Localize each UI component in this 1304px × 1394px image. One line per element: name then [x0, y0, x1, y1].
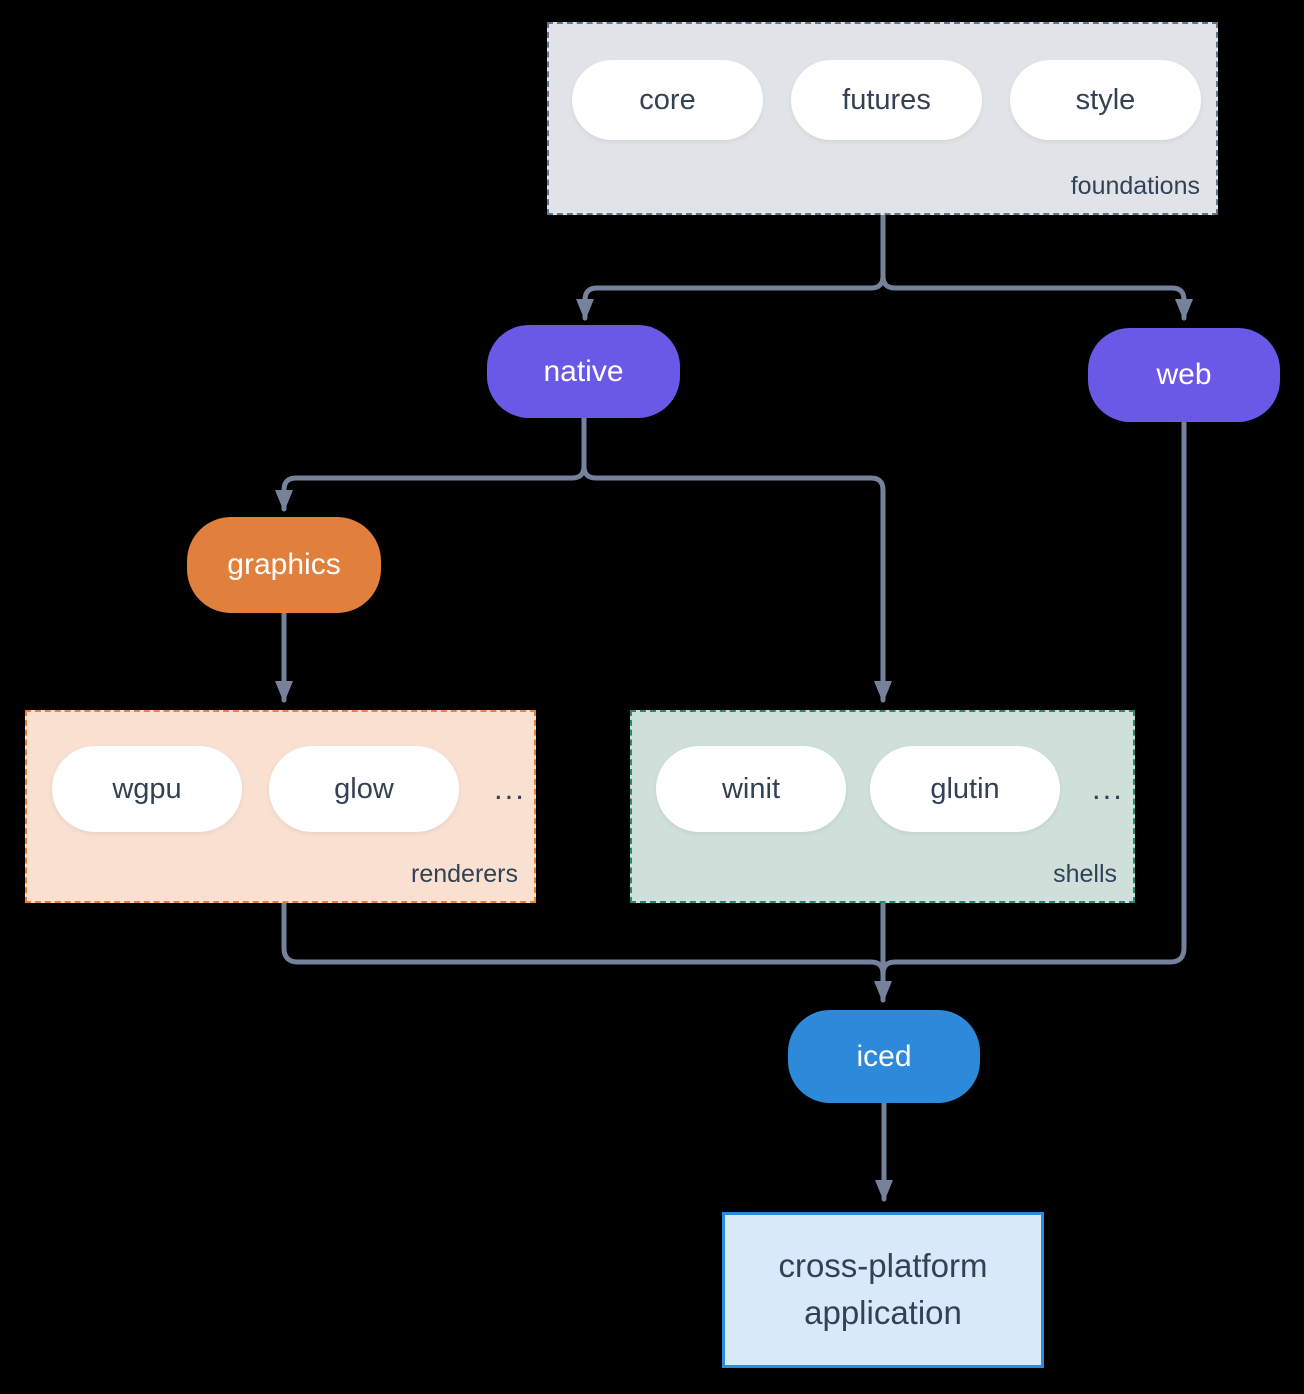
- renderers-group: wgpu glow ... renderers: [25, 710, 536, 903]
- foundations-group: core futures style foundations: [547, 22, 1218, 215]
- shells-pill-row: winit glutin ...: [632, 712, 1133, 832]
- node-web: web: [1088, 328, 1280, 422]
- application-label-line1: cross-platform: [778, 1247, 988, 1285]
- node-graphics: graphics: [187, 517, 381, 613]
- shells-ellipsis: ...: [1092, 771, 1124, 806]
- edge-native-graphics: [275, 415, 587, 512]
- renderers-ellipsis: ...: [494, 771, 526, 806]
- application-label-line2: application: [804, 1294, 962, 1331]
- foundations-pill-row: core futures style: [549, 24, 1216, 140]
- node-style: style: [1010, 60, 1201, 140]
- shells-label: shells: [1053, 860, 1117, 888]
- node-core: core: [572, 60, 763, 140]
- node-glow: glow: [269, 746, 459, 832]
- node-futures: futures: [791, 60, 982, 140]
- edge-foundations-native: [576, 212, 886, 321]
- node-iced: iced: [788, 1010, 980, 1103]
- edge-renderers-iced: [281, 900, 886, 977]
- edge-native-shells: [581, 463, 892, 703]
- renderers-label: renderers: [411, 860, 518, 888]
- edge-foundations-web: [880, 273, 1193, 321]
- node-wgpu: wgpu: [52, 746, 242, 832]
- foundations-label: foundations: [1070, 172, 1200, 200]
- shells-group: winit glutin ... shells: [630, 710, 1135, 903]
- node-native: native: [487, 325, 680, 418]
- node-glutin: glutin: [870, 746, 1060, 832]
- renderers-pill-row: wgpu glow ...: [27, 712, 534, 832]
- node-winit: winit: [656, 746, 846, 832]
- application-box: cross-platform application: [722, 1212, 1044, 1368]
